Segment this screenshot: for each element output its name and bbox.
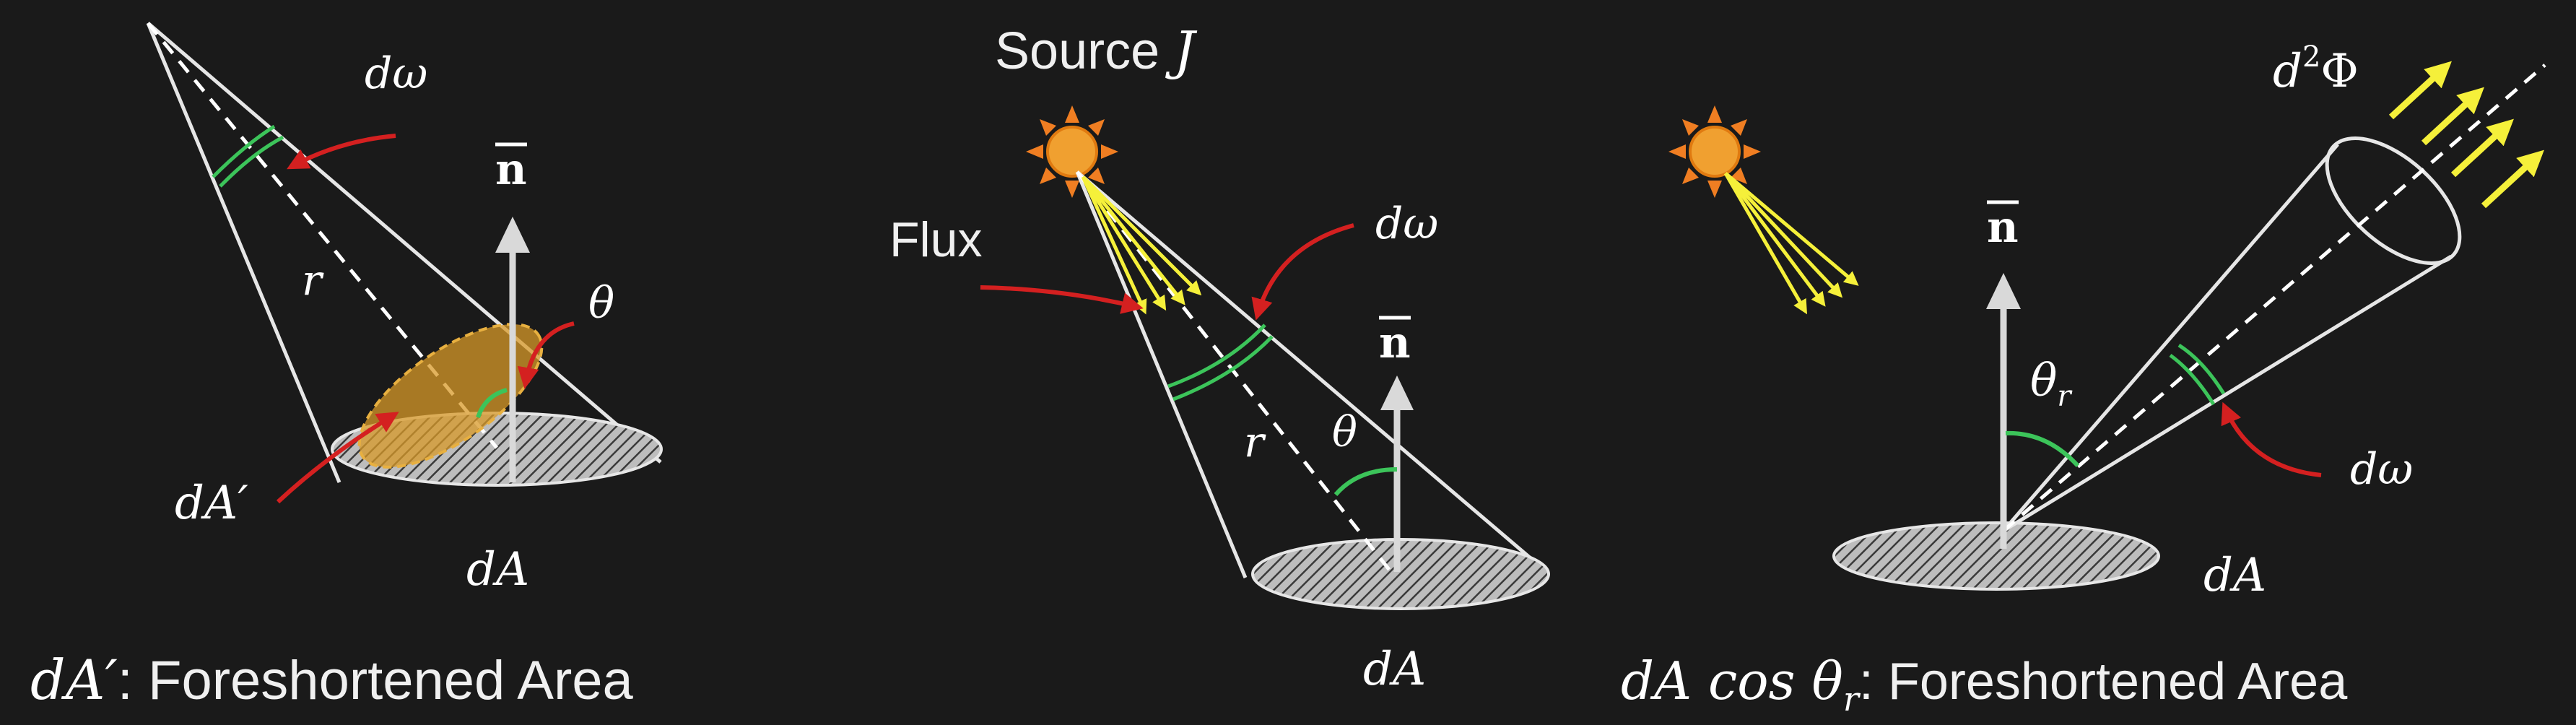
theta-arc: [476, 388, 508, 419]
cone-edge-right: [147, 22, 662, 464]
cone-axis: [1076, 170, 1391, 572]
flux-rays: [1081, 175, 1202, 315]
sun-icon: [1026, 105, 1118, 198]
normal-arrow-head: [1986, 273, 2021, 309]
cone-edge-left: [146, 22, 341, 483]
panel-right: d2Φ n θr dω dA dA cos θr: Foreshortened …: [1621, 40, 2546, 719]
domega-arc-inner: [1172, 335, 1274, 401]
domega-arc-outer: [1167, 324, 1266, 388]
label-r: r: [1244, 417, 1266, 466]
normal-arrow-head: [495, 217, 530, 253]
normal-arrow-head: [1380, 375, 1414, 410]
arrow-theta: [517, 321, 575, 389]
label-dA: dA: [466, 543, 529, 596]
theta-arc: [1333, 467, 1398, 496]
cone-axis: [2002, 64, 2546, 532]
cone-edge-left: [1075, 171, 1248, 578]
label-domega: dω: [365, 48, 427, 99]
arrow-domega: [1251, 223, 1354, 321]
sun-icon: [1668, 105, 1761, 198]
label-normal: n: [1987, 202, 2019, 253]
caption-left: dA′: Foreshortened Area: [30, 648, 634, 712]
label-domega: dω: [2350, 444, 2413, 495]
label-domega: dω: [1375, 199, 1438, 249]
domega-arc-inner: [2169, 353, 2216, 406]
label-dA-prime: dA′: [175, 477, 248, 530]
label-d2phi: d2Φ: [2273, 40, 2359, 98]
cone-edge-right: [2002, 254, 2453, 533]
label-normal: n: [495, 144, 527, 195]
cone-edge-left: [2002, 143, 2339, 532]
label-normal: n: [1379, 318, 1411, 368]
label-theta: θ: [1332, 407, 1357, 456]
panel-middle: Source J: [889, 20, 1550, 696]
foreshortened-patch: [357, 323, 544, 469]
outgoing-flux: [2388, 61, 2544, 209]
label-flux: Flux: [889, 212, 982, 267]
theta-r-arc: [2005, 430, 2080, 468]
label-r: r: [302, 256, 324, 305]
domega-arc-outer: [2177, 343, 2226, 395]
label-dA: dA: [1363, 643, 1426, 696]
arrow-flux: [980, 285, 1144, 314]
arrow-dA-prime: [276, 412, 399, 504]
label-source: Source J: [995, 20, 1198, 81]
panel-left: dω n r θ dA′ dA dA′: Foreshortened Area: [30, 22, 663, 712]
label-theta-r: θr: [2030, 354, 2073, 413]
label-theta: θ: [588, 278, 614, 329]
arrow-domega: [287, 134, 396, 170]
area-disk-dA: [1832, 521, 2160, 591]
domega-arc-inner: [219, 135, 284, 188]
caption-right: dA cos θr: Foreshortened Area: [1621, 651, 2348, 719]
arrow-domega: [2221, 401, 2322, 477]
label-dA: dA: [2203, 549, 2266, 602]
area-disk-dA: [1251, 538, 1550, 610]
cone-edge-right: [1076, 170, 1546, 572]
cone-axis: [147, 22, 498, 449]
incoming-rays: [1723, 172, 1859, 315]
domega-arc-outer: [212, 124, 276, 178]
